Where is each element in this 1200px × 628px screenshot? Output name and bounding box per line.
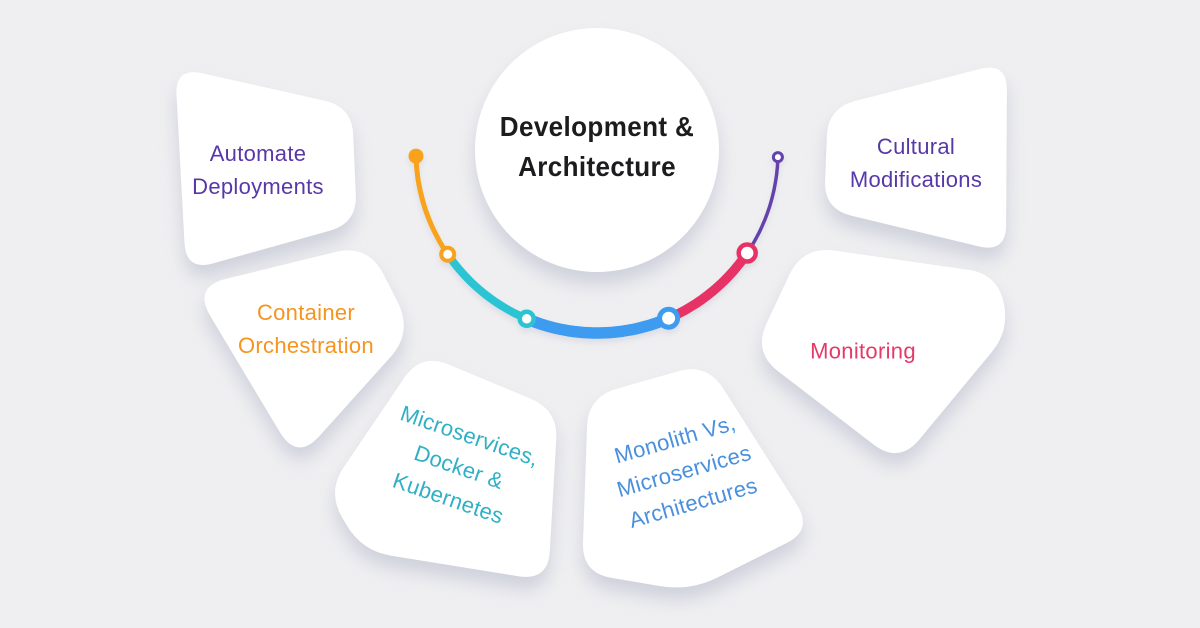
card-shape-monitoring bbox=[761, 249, 1006, 454]
arc-node-blue bbox=[657, 306, 681, 330]
arc-node-pink bbox=[736, 242, 758, 264]
card-label-automate-deployments: Automate Deployments bbox=[192, 141, 324, 199]
arc-start-dot-orange bbox=[408, 148, 424, 164]
card-shape-cultural-modifications bbox=[825, 67, 1007, 248]
arc-node-teal bbox=[517, 309, 536, 329]
card-shape-automate-deployments bbox=[176, 72, 356, 266]
card-shape-container-orchestration bbox=[204, 250, 404, 448]
arc-segment-blue bbox=[520, 312, 675, 339]
card-label-cultural-modifications: Cultural Modifications bbox=[849, 134, 983, 192]
arc-segment-orange bbox=[413, 153, 451, 257]
arc-end-ring-purple bbox=[771, 151, 784, 164]
arc-segment-purple bbox=[745, 155, 780, 255]
center-circle bbox=[475, 28, 719, 272]
diagram-title: Development & Architecture bbox=[499, 111, 695, 182]
card-shape-monolith-vs-microservices bbox=[582, 369, 803, 588]
card-label-monitoring: Monitoring bbox=[810, 338, 916, 364]
card-label-container-orchestration: Container Orchestration bbox=[238, 300, 374, 358]
arc-segment-pink bbox=[663, 248, 752, 323]
arc-node-orange bbox=[439, 245, 457, 263]
card-shape-microservices-docker-kubernetes bbox=[335, 360, 557, 577]
arc-segment-teal bbox=[443, 250, 531, 323]
